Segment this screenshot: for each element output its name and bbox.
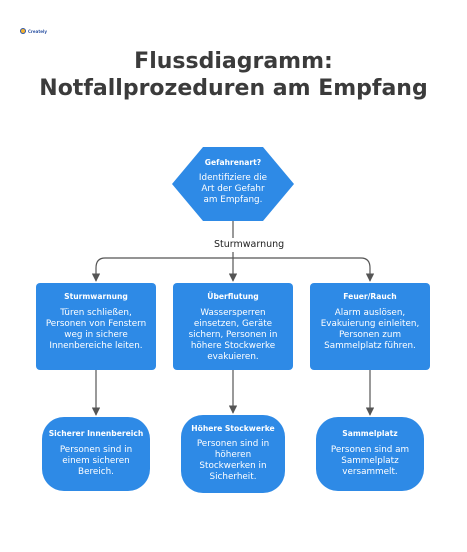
outcome-title-innenbereich: Sicherer Innenbereich [48, 429, 144, 438]
terminal-node-stockwerke[interactable] [181, 415, 285, 493]
decision-body: Identifiziere die Art der Gefahr am Empf… [198, 173, 268, 205]
branch-text-sturmwarnung: Sturmwarnung Türen schließen, Personen v… [36, 292, 156, 352]
decision-title: Gefahrenart? [204, 158, 262, 167]
process-node-ueberflutung[interactable] [173, 283, 293, 370]
edge-label: Sturmwarnung [212, 238, 287, 252]
branch-text-ueberflutung: Überflutung Wassersperren einsetzen, Ger… [173, 292, 293, 363]
outcome-body-innenbereich: Personen sind in einem sicheren Bereich. [59, 445, 133, 477]
logo-mark-icon [20, 28, 26, 34]
branch-title-ueberflutung: Überflutung [207, 292, 259, 301]
branch-body-feuer: Alarm auslösen, Evakuierung einleiten, P… [320, 308, 420, 351]
branch-text-feuer: Feuer/Rauch Alarm auslösen, Evakuierung … [310, 292, 430, 352]
outcome-body-sammelplatz: Personen sind am Sammelplatz versammelt. [330, 445, 410, 477]
page-title: Flussdiagramm: Notfallprozeduren am Empf… [39, 49, 428, 101]
outcome-text-stockwerke: Höhere Stockwerke Personen sind in höher… [181, 424, 285, 483]
connector-start-to-feuer [233, 257, 375, 282]
outcome-title-sammelplatz: Sammelplatz [342, 429, 398, 438]
creately-logo: Creately [20, 28, 47, 34]
connector-start-to-sturmwarnung [91, 257, 233, 282]
outcome-text-sammelplatz: Sammelplatz Personen sind am Sammelplatz… [316, 429, 424, 478]
process-node-sturmwarnung[interactable] [36, 283, 156, 370]
branch-title-feuer: Feuer/Rauch [343, 292, 397, 301]
outcome-text-innenbereich: Sicherer Innenbereich Personen sind in e… [42, 429, 150, 478]
decision-node[interactable] [172, 147, 294, 221]
terminal-node-sammelplatz[interactable] [316, 417, 424, 491]
terminal-node-innenbereich[interactable] [42, 417, 150, 491]
logo-text: Creately [28, 28, 47, 34]
decision-text: Gefahrenart? Identifiziere die Art der G… [182, 158, 284, 206]
outcome-body-stockwerke: Personen sind in höheren Stockwerken in … [196, 439, 270, 482]
branch-title-sturmwarnung: Sturmwarnung [64, 292, 128, 301]
process-node-feuer[interactable] [310, 283, 430, 370]
branch-body-ueberflutung: Wassersperren einsetzen, Geräte sichern,… [188, 308, 278, 362]
outcome-title-stockwerke: Höhere Stockwerke [191, 424, 275, 433]
branch-body-sturmwarnung: Türen schließen, Personen von Fenstern w… [45, 308, 147, 351]
connectors [91, 221, 375, 416]
